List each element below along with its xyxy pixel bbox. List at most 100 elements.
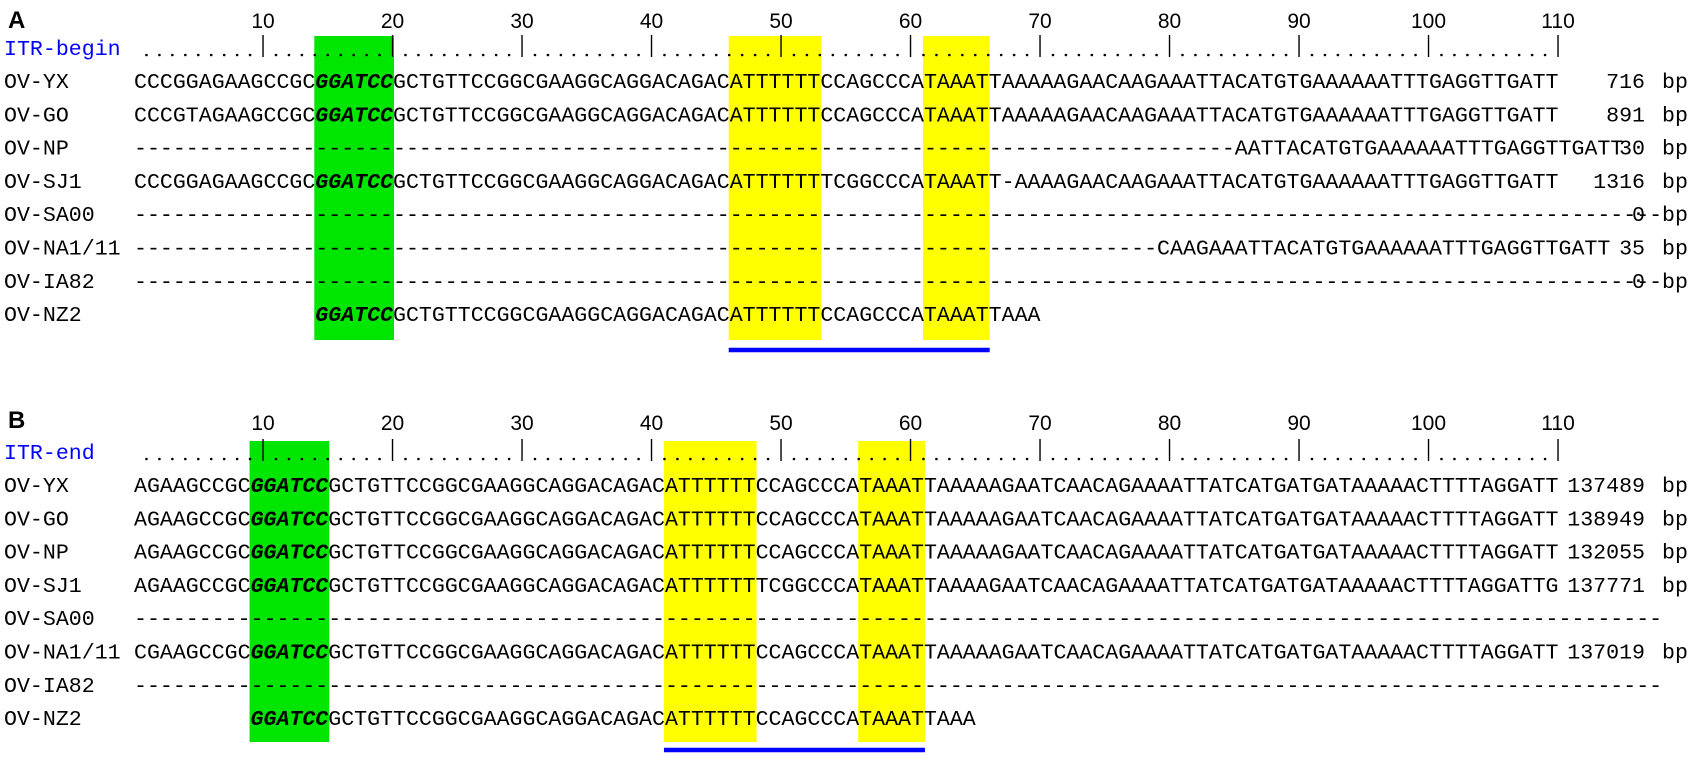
alignment-row: OV-NA1/11-------------------------------… — [4, 238, 1688, 262]
ruler-dot — [1155, 457, 1158, 461]
size-unit: bp — [1662, 642, 1688, 666]
ruler-dot — [533, 457, 537, 461]
sequence-text: ----------------------------------------… — [134, 608, 1662, 632]
ruler-dot — [1323, 53, 1327, 57]
sequence-size: 137489 — [1567, 475, 1645, 499]
sequence-name: OV-IA82 — [4, 271, 95, 295]
sequence-text: GGATCCGCTGTTCCGGCGAAGGCAGGACAGACATTTTTTC… — [251, 708, 976, 732]
ruler-number: 20 — [381, 412, 404, 435]
ruler-dot — [443, 457, 446, 461]
ruler-dot — [1479, 457, 1482, 461]
ruler-dot — [1103, 457, 1107, 461]
ruler-dot — [857, 53, 861, 57]
ruler-dot — [209, 457, 213, 461]
sequence-name: OV-NA1/11 — [4, 238, 121, 262]
sequence-size: 137771 — [1567, 575, 1645, 599]
ruler-dot — [443, 53, 446, 57]
ruler-dot — [1025, 53, 1029, 57]
ruler-dot — [999, 457, 1003, 461]
ruler-dot — [663, 457, 666, 461]
ruler-dot — [857, 457, 861, 461]
ruler-dot — [1271, 457, 1275, 461]
ruler-dot — [158, 457, 161, 461]
ruler-name: ITR-end — [4, 442, 95, 466]
ruler-dot — [171, 457, 174, 461]
ruler-dot — [637, 53, 640, 57]
ruler-dot — [935, 53, 938, 57]
ruler-dot — [818, 457, 822, 461]
ruler-dot — [430, 53, 433, 57]
ruler-dot — [831, 53, 835, 57]
sequence-name: OV-GO — [4, 104, 69, 128]
ruler-dot — [1336, 457, 1340, 461]
ruler-dot — [727, 53, 731, 57]
sequence-size: 1316 — [1593, 171, 1645, 195]
ruler-dot — [339, 53, 343, 57]
ruler-dot — [417, 457, 420, 461]
size-unit: bp — [1662, 204, 1688, 228]
ruler-dot — [831, 457, 835, 461]
ruler-dot — [365, 457, 368, 461]
ruler-dot — [844, 457, 848, 461]
ruler-dot — [222, 53, 226, 57]
ruler-dot — [1220, 53, 1223, 57]
ruler-dot — [1362, 53, 1366, 57]
ruler-dot — [546, 53, 550, 57]
sequence-text: CCCGGAGAAGCCGCGGATCCGCTGTTCCGGCGAAGGCAGG… — [134, 71, 1559, 95]
ruler-dot — [1090, 53, 1094, 57]
alignment-row: OV-GO AGAAGCCGCGGATCCGCTGTTCCGGCGAAGGCAGG… — [4, 508, 1688, 532]
size-unit: bp — [1662, 542, 1688, 566]
ruler-dot — [676, 457, 679, 461]
ruler-number: 50 — [769, 10, 792, 33]
ruler-dot — [1349, 457, 1353, 461]
ruler-dot — [494, 457, 498, 461]
ruler-dot — [274, 457, 278, 461]
ruler-dot — [948, 457, 951, 461]
ruler-number: 10 — [251, 412, 274, 435]
ruler-dot — [507, 457, 511, 461]
repeat-highlight-2 — [922, 36, 990, 340]
ruler-dot — [740, 53, 744, 57]
ruler-dot — [663, 53, 666, 57]
ruler-dot — [171, 53, 174, 57]
ruler-dot — [468, 457, 472, 461]
repeat-highlight-1 — [663, 441, 757, 742]
size-unit: bp — [1662, 238, 1688, 262]
ruler-dot — [986, 53, 990, 57]
ruler-dot — [585, 457, 589, 461]
ruler-dot — [546, 457, 550, 461]
ruler-number: 10 — [251, 10, 274, 33]
ruler-dot — [184, 457, 187, 461]
sequence-size: 35 — [1619, 238, 1645, 262]
ruler-dot — [404, 53, 407, 57]
sequence-size: 891 — [1606, 104, 1645, 128]
ruler-dot — [378, 457, 381, 461]
ruler-dot — [184, 53, 187, 57]
sequence-text: AGAAGCCGCGGATCCGCTGTTCCGGCGAAGGCAGGACAGA… — [134, 508, 1559, 532]
ruler-dot — [455, 53, 459, 57]
sequence-name: OV-GO — [4, 508, 69, 532]
ruler-dot — [922, 457, 925, 461]
ruler-dot — [248, 53, 252, 57]
ruler-dot — [689, 53, 692, 57]
ruler-dot — [1116, 457, 1120, 461]
ruler-dot — [1258, 53, 1262, 57]
size-unit: bp — [1662, 138, 1688, 162]
ruler-dot — [494, 53, 498, 57]
sequence-size: 716 — [1606, 71, 1645, 95]
sequence-text: AGAAGCCGCGGATCCGCTGTTCCGGCGAAGGCAGGACAGA… — [134, 475, 1559, 499]
ruler-dot — [1194, 457, 1197, 461]
ruler-dot — [1142, 53, 1145, 57]
ruler-dot — [1440, 53, 1443, 57]
ruler-dot — [313, 457, 317, 461]
ruler-dot — [1207, 53, 1210, 57]
ruler-dot — [1530, 457, 1534, 461]
ruler-dot — [559, 53, 563, 57]
sequence-name: OV-SJ1 — [4, 171, 82, 195]
